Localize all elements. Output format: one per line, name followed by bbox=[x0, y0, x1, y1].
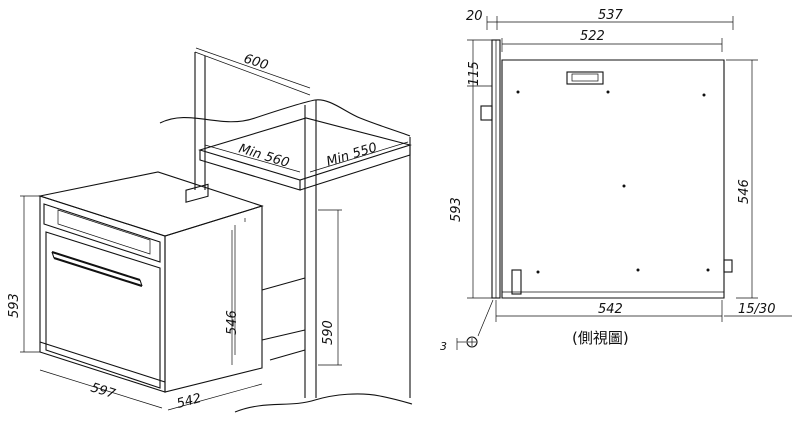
side-view: 20 537 522 115 593 bbox=[440, 8, 792, 353]
dim-542-left: 542 bbox=[175, 391, 203, 412]
dim-600: 600 bbox=[242, 52, 270, 74]
isometric-installation-view: 600 Min 560 Min 550 593 bbox=[7, 47, 413, 413]
dim-20: 20 bbox=[466, 9, 483, 24]
oven-side bbox=[164, 205, 263, 393]
dim-522: 522 bbox=[580, 29, 605, 44]
dim-542-side: 542 bbox=[598, 302, 623, 317]
dim-593-left: 593 bbox=[7, 293, 22, 318]
dim-min-550: Min 550 bbox=[325, 140, 379, 170]
oven-top bbox=[37, 171, 264, 237]
dim-593-side: 593 bbox=[449, 197, 464, 222]
dim-115: 115 bbox=[467, 61, 482, 86]
dim-597: 597 bbox=[89, 380, 118, 402]
dim-3: 3 bbox=[440, 340, 447, 353]
oven-front bbox=[39, 195, 166, 393]
oven-body-side bbox=[501, 59, 725, 299]
dim-546-left: 546 bbox=[225, 310, 240, 335]
wall-outline bbox=[159, 99, 411, 137]
dim-590: 590 bbox=[321, 320, 336, 345]
dim-537: 537 bbox=[598, 8, 624, 23]
dim-min-560: Min 560 bbox=[237, 141, 291, 171]
dim-15-30: 15/30 bbox=[738, 302, 775, 317]
dim-546-side: 546 bbox=[737, 179, 752, 204]
side-view-caption: (側視圖) bbox=[572, 329, 629, 347]
